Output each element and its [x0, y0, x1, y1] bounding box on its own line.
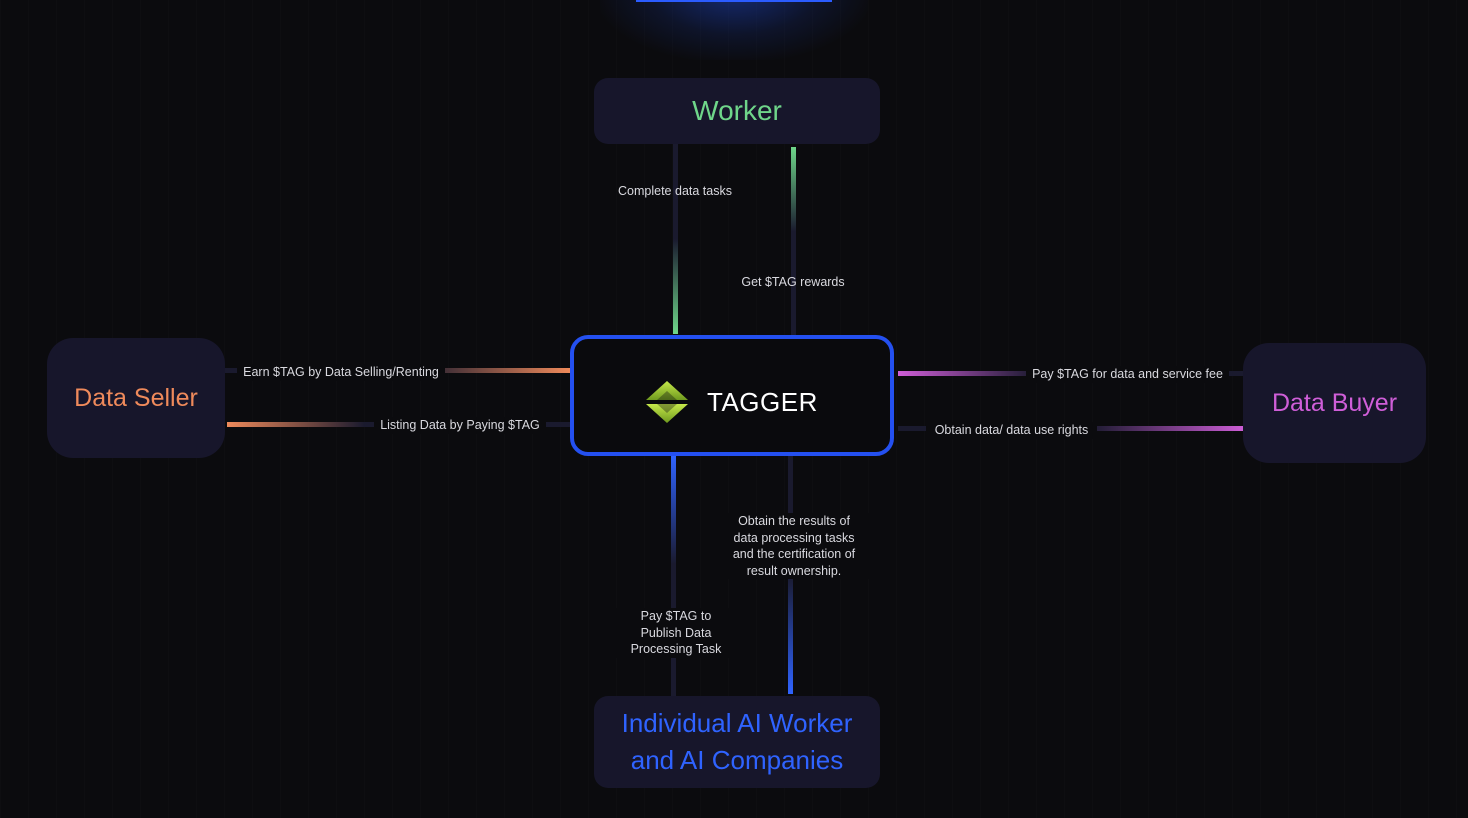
tagger-hub-label: TAGGER — [707, 387, 818, 417]
edge-get-rewards-line — [791, 147, 796, 335]
worker-node: Worker — [594, 78, 880, 144]
worker-node-label: Worker — [692, 95, 782, 126]
top-glow-decoration — [600, 0, 868, 60]
data-seller-node-label: Data Seller — [74, 383, 198, 412]
data-buyer-node: Data Buyer — [1243, 343, 1426, 463]
data-seller-node: Data Seller — [47, 338, 225, 458]
edge-obtain-data-label: Obtain data/ data use rights — [926, 422, 1097, 439]
edge-listing-data-label: Listing Data by Paying $TAG — [374, 417, 546, 434]
edge-obtain-results-label: Obtain the results of data processing ta… — [714, 513, 874, 579]
data-buyer-node-label: Data Buyer — [1271, 388, 1398, 417]
tagger-hub-node: TAGGER — [570, 335, 894, 456]
edge-pay-publish-line — [671, 456, 676, 696]
edge-pay-publish-label-line2: Publish Data — [640, 625, 712, 640]
edge-pay-publish-label-line1: Pay $TAG to — [640, 609, 712, 623]
edge-obtain-results-label-line2: data processing tasks — [733, 530, 855, 545]
edge-pay-publish-label-line3: Processing Task — [630, 642, 722, 656]
edge-complete-tasks-line — [673, 144, 678, 334]
ai-worker-node-label-line1: Individual AI Worker — [621, 708, 853, 738]
edge-obtain-results-label-line3: and the certification of — [732, 547, 856, 561]
edge-pay-publish-label: Pay $TAG to Publish Data Processing Task — [616, 608, 736, 658]
ai-worker-node-label-line2: and AI Companies — [630, 745, 844, 775]
tagger-diamond-logo-icon — [646, 381, 688, 423]
ai-worker-node: Individual AI Worker and AI Companies — [594, 696, 880, 788]
edge-pay-tag-fee-label: Pay $TAG for data and service fee — [1026, 366, 1229, 383]
edge-obtain-results-label-line4: result ownership. — [746, 563, 842, 578]
edge-complete-tasks-label: Complete data tasks — [618, 184, 732, 198]
top-accent-bar — [636, 0, 832, 2]
edge-earn-tag-label: Earn $TAG by Data Selling/Renting — [237, 364, 445, 381]
edge-get-rewards-label: Get $TAG rewards — [741, 275, 845, 289]
edge-obtain-results-label-line1: Obtain the results of — [738, 514, 850, 528]
